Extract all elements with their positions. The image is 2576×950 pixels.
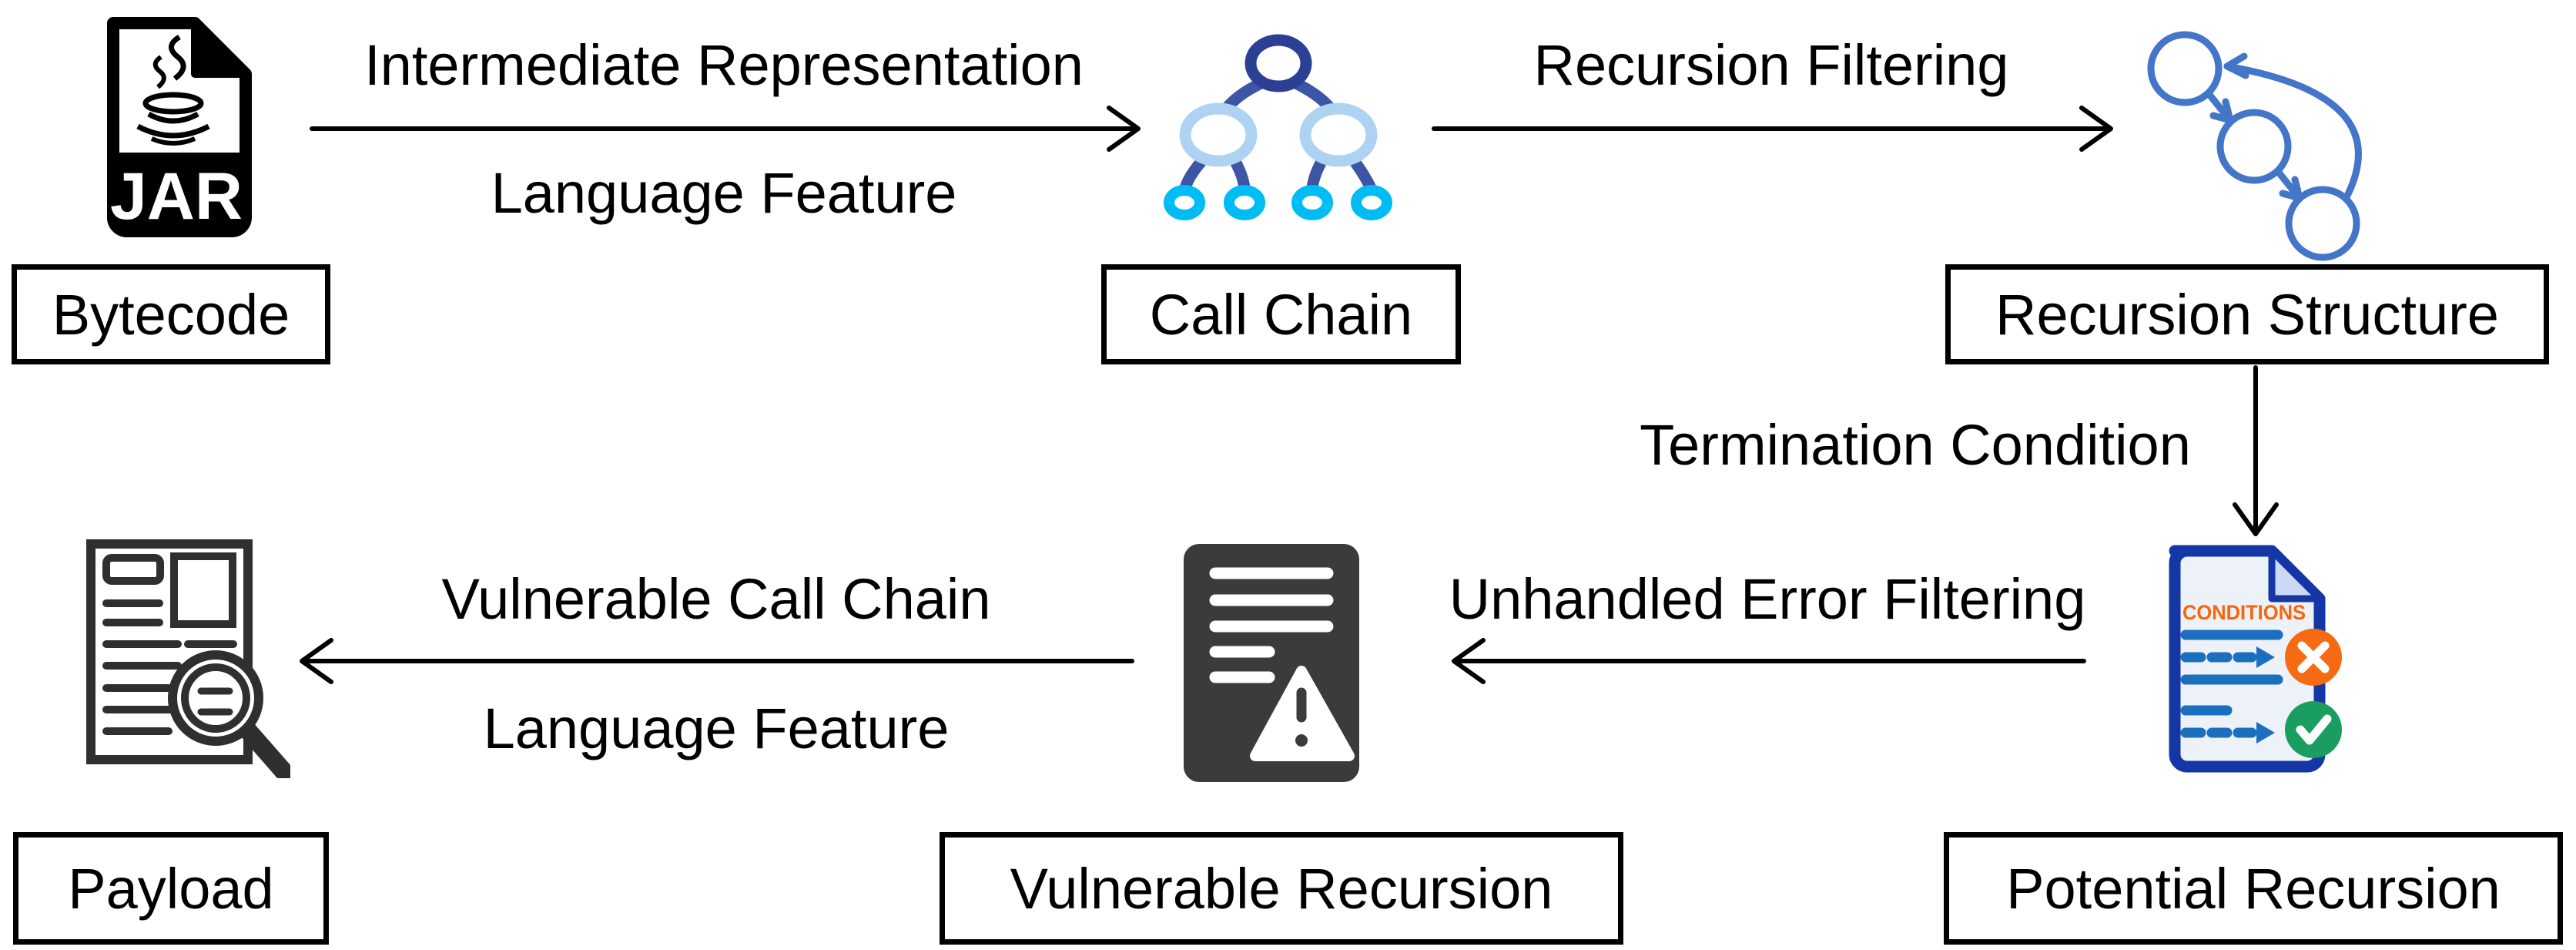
conditions-icon-title: CONDITIONS <box>2182 601 2306 624</box>
stage-box-recursion-structure: Recursion Structure <box>1945 264 2549 364</box>
stage-label-vulnerable-recursion: Vulnerable Recursion <box>1010 856 1553 921</box>
stage-label-payload: Payload <box>68 856 274 921</box>
magnifier-glyph <box>168 650 290 778</box>
edge-label-unhandled-error-filtering: Unhandled Error Filtering <box>1449 567 2086 631</box>
arrow-bytecode-to-callchain-head <box>1107 106 1141 152</box>
stage-box-bytecode: Bytecode <box>12 264 330 364</box>
cross-badge-icon <box>2285 629 2342 686</box>
edge-label-recursion-filtering: Recursion Filtering <box>1533 33 2009 97</box>
stage-box-potential-recursion: Potential Recursion <box>1944 832 2563 945</box>
conditions-document-icon: CONDITIONS <box>2169 545 2342 773</box>
stage-box-vulnerable-recursion: Vulnerable Recursion <box>940 832 1623 945</box>
edge-label-language-feature-top: Language Feature <box>491 161 957 225</box>
stage-label-recursion-structure: Recursion Structure <box>1995 282 2499 347</box>
jar-file-icon: JAR <box>107 17 252 237</box>
call-tree-icon <box>1164 34 1392 220</box>
report-magnifier-icon <box>86 539 290 778</box>
arrow-vulnerable-to-payload-head <box>300 638 333 684</box>
stage-box-payload: Payload <box>13 832 329 945</box>
edge-label-language-feature-bottom: Language Feature <box>483 697 950 760</box>
stage-label-call-chain: Call Chain <box>1149 282 1413 347</box>
check-badge-icon <box>2285 701 2342 758</box>
arrow-recursion-to-potential-head <box>2233 502 2279 536</box>
jar-icon-label: JAR <box>110 159 243 233</box>
stage-box-call-chain: Call Chain <box>1101 264 1461 364</box>
stage-label-potential-recursion: Potential Recursion <box>2006 856 2501 921</box>
java-cup-glyph <box>136 34 210 146</box>
arrow-callchain-to-recursion-head <box>2079 106 2113 152</box>
edge-label-intermediate-representation: Intermediate Representation <box>364 33 1084 97</box>
recursion-cycle-icon <box>2147 31 2362 261</box>
arrow-potential-to-vulnerable-head <box>1452 638 1486 684</box>
edge-label-vulnerable-call-chain: Vulnerable Call Chain <box>441 567 991 631</box>
edge-label-termination-condition: Termination Condition <box>1640 413 2191 477</box>
stage-label-bytecode: Bytecode <box>52 282 290 347</box>
warning-document-icon <box>1184 544 1359 782</box>
